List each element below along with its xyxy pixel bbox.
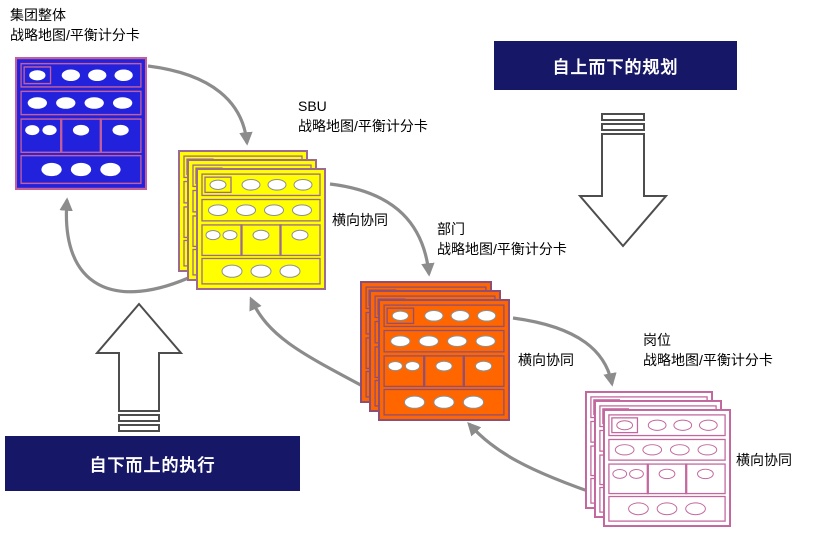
node-subtitle: 战略地图/平衡计分卡 — [643, 351, 773, 368]
scorecard-page — [15, 57, 147, 190]
arrow-dept-to-sbu — [249, 296, 386, 400]
scorecard-page — [196, 168, 326, 290]
label-horizontal-sync-post: 横向协同 — [736, 452, 792, 468]
banner-bottom-up-execution: 自下而上的执行 — [5, 436, 300, 491]
scorecard-page — [378, 299, 510, 421]
node-title: 部门 — [437, 221, 465, 237]
top-down-block-arrow — [577, 113, 669, 248]
scorecard-position — [585, 391, 731, 527]
arrow-sbu-to-dept — [329, 182, 435, 277]
node-title: SBU — [298, 98, 327, 114]
label-position: 岗位 战略地图/平衡计分卡 — [643, 331, 773, 370]
scorecard-group — [15, 57, 147, 190]
bottom-up-block-arrow — [94, 302, 184, 432]
node-subtitle: 战略地图/平衡计分卡 — [298, 117, 428, 134]
label-sbu: SBU 战略地图/平衡计分卡 — [298, 97, 428, 136]
node-title: 岗位 — [643, 332, 671, 348]
scorecard-sbu — [178, 150, 326, 290]
arrow-group-to-sbu — [147, 64, 253, 146]
label-department: 部门 战略地图/平衡计分卡 — [437, 220, 567, 259]
scorecard-page — [603, 409, 731, 527]
label-group-overall: 集团整体 战略地图/平衡计分卡 — [10, 6, 140, 45]
arrow-post-to-dept — [467, 422, 606, 499]
node-subtitle: 战略地图/平衡计分卡 — [10, 26, 140, 43]
banner-top-down-planning: 自上而下的规划 — [494, 41, 737, 90]
node-subtitle: 战略地图/平衡计分卡 — [437, 240, 567, 257]
banner-top-down-label: 自上而下的规划 — [552, 58, 679, 77]
arrow-dept-to-post — [512, 316, 617, 387]
scorecard-department — [360, 281, 510, 421]
node-title: 集团整体 — [10, 7, 66, 23]
label-horizontal-sync-sbu: 横向协同 — [332, 212, 388, 228]
arrow-sbu-to-group — [59, 197, 196, 294]
banner-bottom-up-label: 自下而上的执行 — [89, 456, 216, 475]
label-horizontal-sync-dept: 横向协同 — [518, 352, 574, 368]
